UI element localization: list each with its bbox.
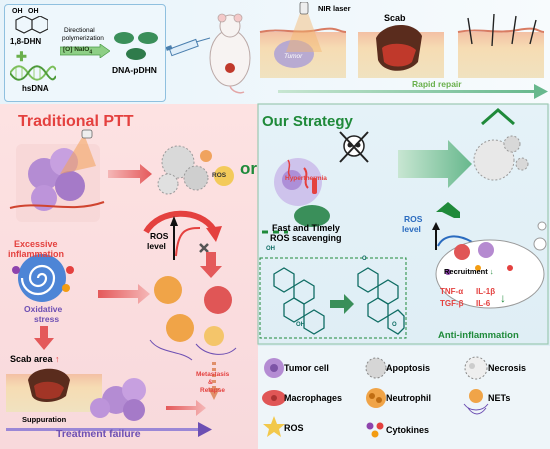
dna-pdhn-particles-icon bbox=[114, 32, 158, 60]
legend-label-neutrophil: Neutrophil bbox=[386, 393, 431, 403]
ros-level-graph bbox=[170, 216, 201, 260]
process-line1: Directional bbox=[64, 27, 95, 34]
chevron-up-icon bbox=[481, 108, 515, 126]
legend-macrophage-icon bbox=[262, 390, 286, 406]
legend-tumor-cell-icon bbox=[264, 358, 284, 378]
recruitment-cloud-icon bbox=[435, 239, 545, 309]
suppuration-label: Suppuration bbox=[22, 415, 67, 424]
strategy-title: Our Strategy bbox=[262, 113, 353, 130]
scavenging-label-1: Fast and Timely bbox=[272, 223, 340, 233]
dhn-molecule-icon bbox=[15, 16, 48, 34]
hydroxyl-label-1: OH bbox=[266, 246, 275, 252]
oxidative-label-2: stress bbox=[34, 314, 60, 324]
inflammation-label-1: Excessive bbox=[14, 239, 58, 249]
hyperthermia-tumor-icon bbox=[274, 158, 322, 206]
metastasis-label-2: & bbox=[208, 379, 213, 386]
ros-scavenged-graph bbox=[432, 222, 473, 250]
scab-label: Scab bbox=[384, 13, 406, 23]
process-line2: polymerization bbox=[62, 35, 104, 42]
legend-nets-icon bbox=[463, 389, 489, 415]
legend-ros-icon bbox=[263, 416, 285, 437]
plus-icon: ✚ bbox=[16, 49, 27, 64]
inflammation-spiral-icon bbox=[12, 254, 74, 302]
cytokine-il6: IL-6 bbox=[476, 299, 491, 308]
legend-label-apoptosis: Apoptosis bbox=[386, 363, 430, 373]
traditional-title: Traditional PTT bbox=[18, 113, 134, 130]
skull-icon bbox=[339, 131, 369, 163]
legend-label-nets: NETs bbox=[488, 393, 511, 403]
metastasis-label-1: Metastasis bbox=[196, 371, 230, 378]
monomer-oh-left: OH bbox=[12, 8, 23, 15]
recruitment-label: Recruitment ↓ bbox=[444, 267, 494, 276]
mouse-icon bbox=[209, 13, 251, 94]
anti-inflammation-label: Anti-inflammation bbox=[438, 330, 519, 341]
skin-repaired bbox=[457, 13, 545, 78]
cytokine-tnf: TNF-α bbox=[440, 287, 464, 296]
legend-label-ros: ROS bbox=[284, 423, 304, 433]
tumor-mass-icon bbox=[9, 129, 105, 222]
cytokine-il1b: IL-1β bbox=[476, 287, 496, 296]
oxidant-label: [O] NaIO4 bbox=[63, 46, 93, 56]
inflammation-label-2: inflammation bbox=[8, 249, 65, 259]
hydroxyl-label-2: OH bbox=[296, 322, 305, 328]
repair-arrow bbox=[278, 84, 548, 99]
strategy-illustration bbox=[258, 131, 547, 339]
legend-label-macrophages: Macrophages bbox=[284, 393, 343, 403]
failure-label: Treatment failure bbox=[56, 428, 141, 440]
oxidized-dhn-molecule-icon bbox=[357, 267, 405, 335]
legend-neutrophil-icon bbox=[366, 388, 386, 408]
scab-skin-icon bbox=[6, 368, 102, 412]
legend-label-cytokines: Cytokines bbox=[386, 425, 430, 435]
dna-helix-icon bbox=[10, 65, 56, 81]
oxidative-label-1: Oxidative bbox=[24, 304, 63, 314]
repair-label: Rapid repair bbox=[412, 79, 462, 89]
skin-tumor bbox=[259, 2, 347, 78]
legend-icons bbox=[262, 356, 489, 438]
apoptotic-cluster bbox=[157, 145, 212, 195]
carbonyl-label-2: O bbox=[392, 322, 397, 328]
polymerization-arrow bbox=[60, 44, 110, 58]
ros-level-label-2: level bbox=[147, 241, 166, 251]
legend-label-tumor-cell: Tumor cell bbox=[284, 363, 329, 373]
template-label: hsDNA bbox=[22, 84, 49, 93]
reduced-dhn-molecule-icon bbox=[273, 267, 325, 335]
product-label: DNA-pDHN bbox=[112, 65, 157, 75]
immune-cell-cluster bbox=[149, 276, 237, 361]
laser-label: NIR laser bbox=[318, 4, 351, 13]
legend-label-necrosis: Necrosis bbox=[488, 363, 527, 373]
carbonyl-label-1: O bbox=[362, 256, 367, 262]
mouse-injection-illustration bbox=[166, 13, 251, 94]
cytokine-decrease-arrow: ↓ bbox=[500, 291, 506, 305]
cytokine-tgfb: TGF-β bbox=[440, 299, 464, 308]
ros-level-strategy-2: level bbox=[402, 224, 421, 234]
skin-healing-strip bbox=[259, 2, 548, 99]
ros-level-label-1: ROS bbox=[150, 231, 169, 241]
or-label: or bbox=[240, 159, 257, 178]
traditional-illustration bbox=[6, 129, 237, 437]
legend-necrosis-icon bbox=[464, 356, 488, 380]
monomer-oh-right: OH bbox=[28, 8, 39, 15]
ros-level-strategy-1: ROS bbox=[404, 214, 423, 224]
skin-scab bbox=[358, 24, 444, 78]
hyperthermia-label: Hyperthermia bbox=[285, 175, 327, 182]
legend-apoptosis-icon bbox=[365, 357, 387, 379]
tumor-label: Tumor bbox=[284, 53, 303, 60]
apoptotic-target-icon bbox=[473, 135, 529, 181]
scab-area-label: Scab area ↑ bbox=[10, 354, 60, 364]
monomer-label: 1,8-DHN bbox=[10, 37, 42, 46]
ros-bubble-label: ROS bbox=[212, 172, 227, 179]
legend-cytokines-icon bbox=[366, 422, 384, 438]
syringe-icon bbox=[166, 37, 211, 57]
metastasis-label-3: Relapse bbox=[200, 387, 225, 394]
tumor-recurrence-icon bbox=[90, 378, 146, 421]
scavenging-label-2: ROS scavenging bbox=[270, 233, 342, 243]
